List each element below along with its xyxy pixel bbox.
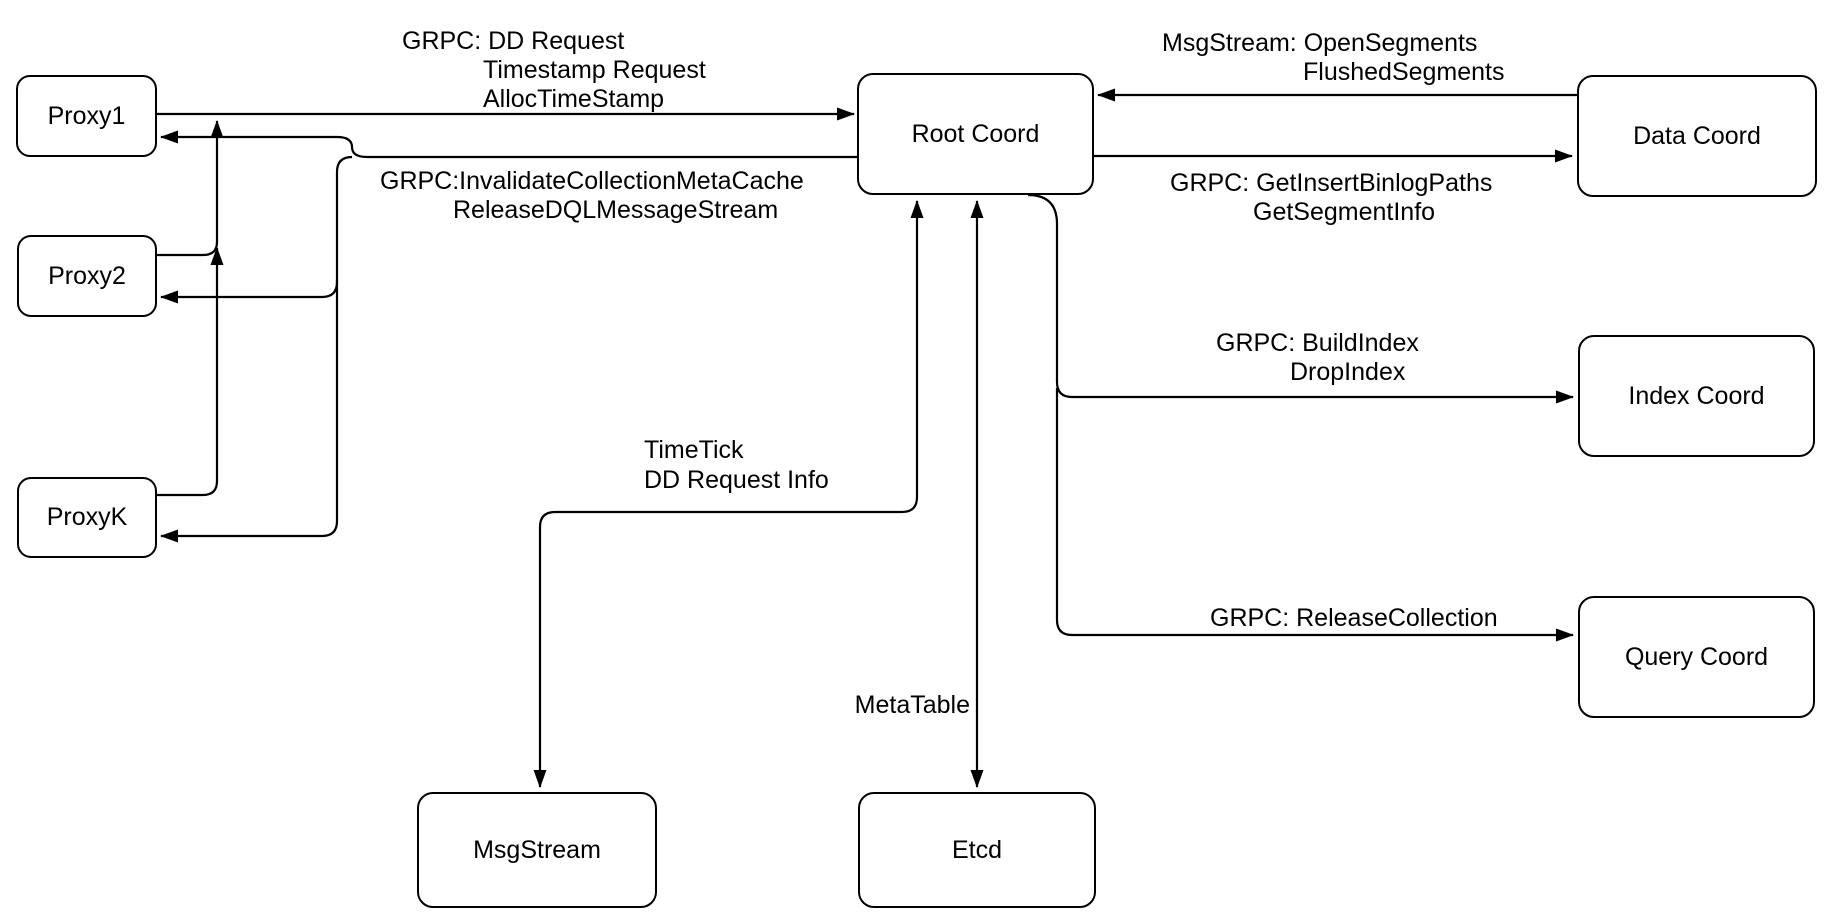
edge-label-root-to-data: GRPC: GetInsertBinlogPaths GetSegmentInf… bbox=[1170, 169, 1492, 227]
node-query-coord-label: Query Coord bbox=[1624, 642, 1769, 671]
edge-label-line: GRPC: ReleaseCollection bbox=[1210, 604, 1498, 632]
edge-label-line: Timestamp Request bbox=[483, 56, 706, 84]
node-data-coord: Data Coord bbox=[1577, 75, 1817, 197]
edge-label-line: GetSegmentInfo bbox=[1253, 198, 1436, 226]
node-query-coord: Query Coord bbox=[1578, 596, 1815, 718]
edge-label-line: GRPC:InvalidateCollectionMetaCache bbox=[380, 167, 804, 195]
node-msgstream-label: MsgStream bbox=[473, 835, 601, 864]
edge-rootcoord-to-indexcoord bbox=[1027, 193, 1574, 404]
node-etcd-label: Etcd bbox=[951, 835, 1003, 864]
edge-label-data-to-root: MsgStream: OpenSegments FlushedSegments bbox=[1162, 29, 1505, 87]
edge-label-line: GRPC: BuildIndex bbox=[1216, 329, 1419, 357]
node-index-coord-label: Index Coord bbox=[1628, 381, 1765, 410]
node-proxy2: Proxy2 bbox=[17, 235, 157, 317]
edge-rootcoord-to-proxy1 bbox=[160, 130, 857, 159]
edge-label-line: MetaTable bbox=[854, 691, 970, 719]
edge-rootcoord-to-proxyk bbox=[160, 280, 339, 543]
edge-label-root-to-index: GRPC: BuildIndex DropIndex bbox=[1216, 329, 1419, 387]
edge-label-line: AllocTimeStamp bbox=[483, 85, 665, 113]
edge-proxy2-to-trunk bbox=[157, 241, 219, 257]
node-root-coord: Root Coord bbox=[857, 73, 1094, 195]
edge-label-line: GRPC: GetInsertBinlogPaths bbox=[1170, 169, 1493, 197]
edge-label-line: DD Request Info bbox=[644, 466, 829, 494]
node-msgstream: MsgStream bbox=[417, 792, 657, 908]
node-etcd: Etcd bbox=[858, 792, 1096, 908]
edge-label-root-to-query: GRPC: ReleaseCollection bbox=[1210, 604, 1498, 633]
node-proxyk-label: ProxyK bbox=[46, 503, 128, 531]
edge-label-line: MsgStream: OpenSegments bbox=[1162, 29, 1478, 57]
node-data-coord-label: Data Coord bbox=[1633, 121, 1761, 150]
edge-label-line: GRPC: DD Request bbox=[402, 27, 625, 55]
edge-label-line: FlushedSegments bbox=[1303, 58, 1505, 86]
node-proxy2-label: Proxy2 bbox=[48, 261, 126, 290]
edge-label-root-to-etcd: MetaTable bbox=[840, 691, 970, 720]
node-proxyk: ProxyK bbox=[17, 477, 157, 558]
edge-label-line: TimeTick bbox=[644, 436, 744, 464]
edge-rootcoord-to-proxy2 bbox=[160, 155, 353, 304]
edge-label-root-to-msgstream: TimeTick DD Request Info bbox=[644, 435, 829, 495]
edge-label-proxy-to-root: GRPC: DD Request Timestamp Request Alloc… bbox=[402, 27, 706, 114]
edge-proxyk-to-trunk bbox=[157, 247, 224, 497]
edge-label-root-to-proxy: GRPC:InvalidateCollectionMetaCache Relea… bbox=[380, 167, 804, 225]
node-root-coord-label: Root Coord bbox=[911, 119, 1040, 148]
edge-rootcoord-msgstream bbox=[533, 200, 924, 788]
node-index-coord: Index Coord bbox=[1578, 335, 1815, 457]
node-proxy1: Proxy1 bbox=[16, 75, 157, 157]
edge-label-line: DropIndex bbox=[1290, 358, 1406, 386]
node-proxy1-label: Proxy1 bbox=[47, 101, 126, 130]
edge-rootcoord-to-querycoord bbox=[1055, 388, 1574, 642]
edge-label-line: ReleaseDQLMessageStream bbox=[453, 196, 779, 224]
